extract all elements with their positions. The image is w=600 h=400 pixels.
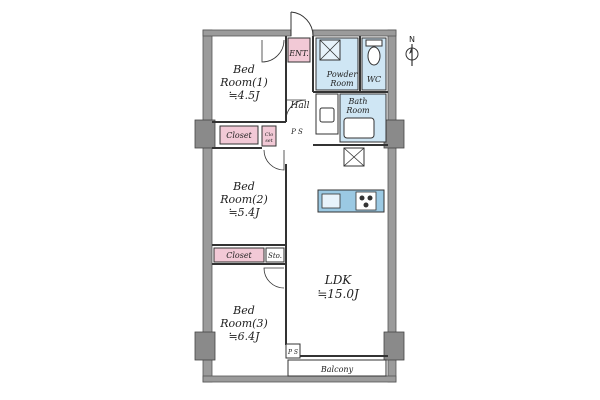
bathtub-icon — [343, 117, 375, 139]
bed-room-1-door[interactable] — [261, 39, 285, 63]
powder-room-label-1: Powder — [326, 70, 359, 79]
powder-room-label-2: Room — [329, 79, 354, 88]
ps-label-2: P S — [287, 349, 298, 356]
ldk-label: LDK — [324, 273, 353, 287]
ps-label-1: P S — [290, 128, 303, 136]
bed-room-3-size: ≒6.4J — [228, 330, 260, 343]
closet-2 — [213, 247, 265, 263]
storage — [265, 247, 285, 263]
wc-tank-icon — [365, 39, 383, 47]
ldk-size: ≒15.0J — [317, 287, 360, 301]
small-closet — [261, 125, 277, 147]
bed-room-3-door[interactable] — [263, 267, 285, 289]
north-compass-icon — [405, 44, 419, 66]
small-closet-label-1: Clo — [265, 132, 273, 138]
entrance-label: ENT. — [288, 49, 309, 58]
hall-door[interactable] — [285, 99, 307, 121]
bed-room-2-name: Bed — [232, 180, 255, 193]
storage-label: Sto. — [268, 252, 282, 260]
wc-label: WC — [367, 75, 381, 84]
closet-1-label: Closet — [226, 131, 252, 140]
entrance-area — [287, 37, 311, 63]
bath-room-label-1: Bath — [347, 97, 367, 106]
bed-room-2-door[interactable] — [263, 149, 285, 171]
bed-room-3-name: Bed — [232, 304, 255, 317]
bed-room-1-sub: Room(1) — [219, 76, 268, 89]
bath-room-label-2: Room — [345, 106, 370, 115]
entrance-door[interactable] — [290, 11, 314, 37]
balcony-area — [287, 359, 387, 377]
north-label: N — [409, 35, 415, 44]
bed-room-3-sub: Room(3) — [219, 317, 268, 330]
closet-2-label: Closet — [226, 251, 252, 260]
bed-room-1-size: ≒4.5J — [228, 89, 260, 102]
closet-1 — [219, 125, 259, 145]
bed-room-2-size: ≒5.4J — [228, 206, 260, 219]
outer-walls — [202, 29, 397, 383]
bed-room-1-name: Bed — [232, 63, 255, 76]
balcony-label: Balcony — [320, 365, 354, 374]
interior-walls — [212, 36, 388, 357]
ps-shaft-2 — [285, 343, 301, 359]
toilet-icon — [367, 46, 381, 66]
small-closet-label-2: set — [265, 138, 274, 144]
hall-label: Hall — [290, 101, 310, 111]
bed-room-2-sub: Room(2) — [219, 193, 268, 206]
structural-columns — [194, 119, 405, 361]
sink-icon — [321, 193, 341, 209]
